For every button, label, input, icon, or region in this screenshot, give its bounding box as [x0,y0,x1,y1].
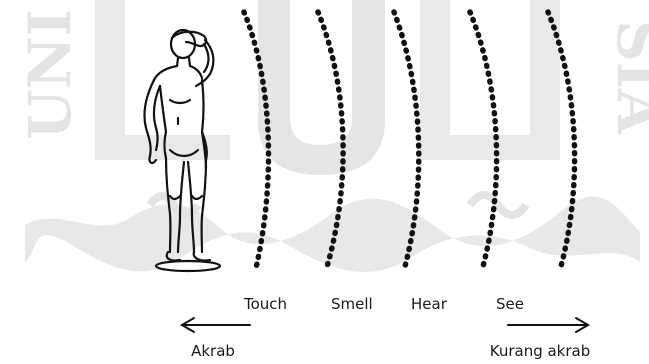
zone-label-touch: Touch [243,295,287,313]
watermark-logo: UNI SIA [16,0,649,272]
arrow-left-label: Akrab [191,342,235,360]
watermark-text-right: SIA [604,20,649,135]
watermark-text-left: UNI [16,9,84,140]
zone-label-smell: Smell [331,295,373,313]
arrow-right-icon [508,318,588,332]
arrow-left-icon [182,318,250,332]
zone-label-hear: Hear [411,295,448,313]
zone-label-see: See [496,295,524,313]
arrow-right-label: Kurang akrab [490,342,591,360]
